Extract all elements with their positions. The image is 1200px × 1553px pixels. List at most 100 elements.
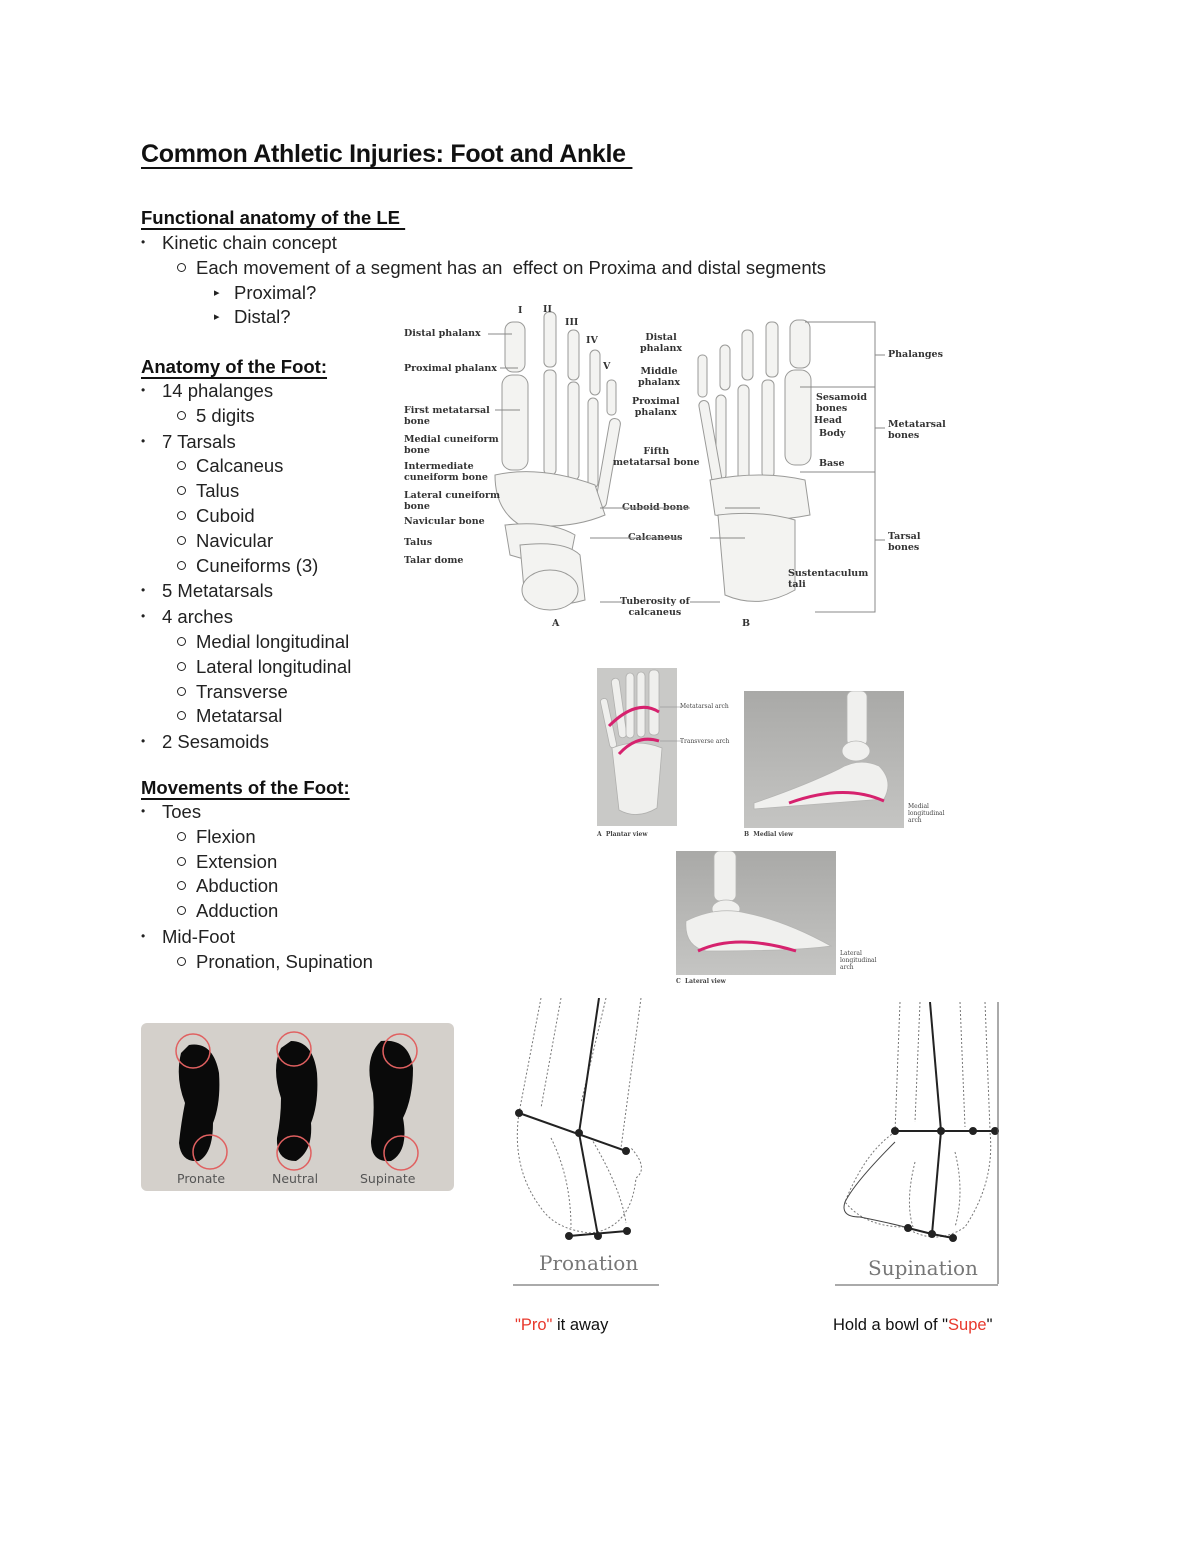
supination-figure: Supination bbox=[835, 1001, 1000, 1287]
circle-bullet-icon bbox=[177, 906, 186, 916]
supinate-label: Supinate bbox=[360, 1171, 416, 1186]
lateral-arch-illustration bbox=[685, 850, 833, 953]
medial-view-caption: B Medial view bbox=[744, 831, 794, 838]
bone-label: Sustentaculum tali bbox=[788, 568, 869, 590]
list-item: Adduction bbox=[141, 899, 373, 924]
list-item: Lateral longitudinal bbox=[141, 655, 351, 680]
section-heading: Movements of the Foot: bbox=[141, 777, 350, 798]
bracket-label: Tarsal bones bbox=[888, 531, 921, 553]
bullet-icon: • bbox=[141, 383, 146, 397]
bullet-icon: • bbox=[141, 928, 146, 943]
list-item: •5 Metatarsals bbox=[141, 580, 274, 602]
medial-view-photo bbox=[744, 690, 904, 828]
bone-label: Talus bbox=[404, 537, 433, 548]
bone-label: Proximal phalanx bbox=[632, 396, 680, 418]
list-item: Each movement of a segment has an effect… bbox=[141, 256, 826, 281]
list-item: Calcaneus bbox=[141, 454, 351, 479]
list-item: Talus bbox=[141, 479, 351, 504]
circle-bullet-icon bbox=[177, 510, 186, 520]
digit-label: III bbox=[565, 317, 579, 328]
list-item: Abduction bbox=[141, 874, 373, 899]
circle-bullet-icon bbox=[177, 881, 186, 891]
circle-bullet-icon bbox=[177, 636, 186, 646]
lateral-view-caption: C Lateral view bbox=[676, 978, 726, 985]
pro-highlight: Pro bbox=[520, 1316, 547, 1334]
list-item: Transverse bbox=[141, 680, 351, 705]
pronation-illustration bbox=[513, 997, 659, 1286]
list-item: •2 Sesamoids bbox=[141, 731, 269, 753]
lateral-view-photo bbox=[676, 850, 836, 975]
foot-prints-illustration bbox=[175, 1031, 419, 1171]
circle-bullet-icon bbox=[177, 686, 186, 696]
pronate-label: Pronate bbox=[177, 1171, 226, 1186]
supinate-sole-icon bbox=[369, 1040, 413, 1162]
bone-label: Head bbox=[814, 415, 842, 426]
digit-label: II bbox=[543, 304, 552, 315]
bone-label: Sesamoid bones bbox=[816, 392, 868, 414]
supe-highlight: Supe bbox=[948, 1316, 987, 1334]
bone-label: Talar dome bbox=[404, 555, 464, 566]
bullet-icon: • bbox=[141, 804, 146, 818]
medial-arch-illustration bbox=[753, 690, 889, 810]
circle-bullet-icon bbox=[177, 262, 186, 272]
section-heading: Functional anatomy of the LE bbox=[141, 207, 406, 228]
page-title: Common Athletic Injuries: Foot and Ankle bbox=[141, 140, 633, 168]
supination-caption: Supination bbox=[868, 1256, 978, 1280]
foot-skeleton-figure: I II III IV V Distal phalanx Proximal ph… bbox=[400, 300, 960, 635]
list-item: Metatarsal bbox=[141, 704, 351, 729]
list-item: Medial longitudinal bbox=[141, 630, 351, 655]
section-movements-of-foot: Movements of the Foot: •Toes Flexion Ext… bbox=[141, 777, 373, 975]
pronation-caption: Pronation bbox=[539, 1251, 639, 1275]
pronation-mnemonic: "Pro" it away bbox=[515, 1316, 609, 1334]
circle-bullet-icon bbox=[177, 711, 186, 721]
bone-label: Fifth metatarsal bone bbox=[613, 446, 700, 468]
circle-bullet-icon bbox=[177, 486, 186, 496]
circle-bullet-icon bbox=[177, 956, 186, 966]
arrow-bullet-icon: ▸ bbox=[214, 311, 220, 324]
list-item: 5 digits bbox=[141, 404, 351, 429]
circle-bullet-icon bbox=[177, 831, 186, 841]
digit-label: IV bbox=[586, 335, 598, 346]
bullet-icon: • bbox=[141, 609, 146, 624]
foot-bones-illustration bbox=[494, 311, 812, 611]
circle-bullet-icon bbox=[177, 535, 186, 545]
bracket-label: Phalanges bbox=[888, 349, 943, 360]
bone-label: Base bbox=[819, 458, 845, 469]
foot-prints-figure: Pronate Neutral Supinate bbox=[141, 1023, 454, 1191]
digit-label: V bbox=[603, 361, 611, 372]
list-item: •4 arches bbox=[141, 606, 233, 628]
lateral-arch-label: Lateral longitudinal arch bbox=[840, 950, 877, 971]
circle-bullet-icon bbox=[177, 661, 186, 671]
pronation-figure: Pronation bbox=[511, 997, 659, 1286]
list-item: Flexion bbox=[141, 825, 373, 850]
bone-label: Middle phalanx bbox=[638, 366, 681, 388]
plantar-view-photo bbox=[597, 668, 677, 826]
circle-bullet-icon bbox=[177, 560, 186, 570]
list-item: ▸Distal? bbox=[141, 305, 826, 330]
bone-label: First metatarsal bone bbox=[404, 405, 490, 427]
list-item: Cuboid bbox=[141, 504, 351, 529]
digit-label: I bbox=[518, 305, 523, 316]
bone-label: Medial cuneiform bone bbox=[404, 434, 499, 456]
plantar-view-caption: A Plantar view bbox=[597, 831, 648, 838]
section-heading: Anatomy of the Foot: bbox=[141, 356, 328, 377]
list-item: •7 Tarsals bbox=[141, 430, 236, 452]
bone-label: Tuberosity of calcaneus bbox=[620, 596, 690, 618]
neutral-sole-icon bbox=[276, 1041, 318, 1161]
list-item: •Kinetic chain concept bbox=[141, 232, 337, 253]
bone-label: Cuboid bone bbox=[622, 502, 689, 513]
medial-arch-label: Medial longitudinal arch bbox=[908, 803, 945, 824]
list-item: •Mid-Foot bbox=[141, 925, 235, 947]
metatarsal-arch-label: Metatarsal arch bbox=[680, 703, 729, 710]
list-item: ▸Proximal? bbox=[141, 281, 826, 306]
circle-bullet-icon bbox=[177, 461, 186, 471]
circle-bullet-icon bbox=[177, 856, 186, 866]
circle-bullet-icon bbox=[177, 410, 186, 420]
list-item: •Toes bbox=[141, 801, 202, 822]
bone-label: Proximal phalanx bbox=[404, 363, 497, 374]
bone-label: Intermediate cuneiform bone bbox=[404, 461, 488, 483]
pronate-sole-icon bbox=[178, 1044, 220, 1162]
bone-label: Navicular bone bbox=[404, 516, 485, 527]
plantar-arch-illustration bbox=[600, 669, 663, 815]
list-item: Pronation, Supination bbox=[141, 950, 373, 975]
